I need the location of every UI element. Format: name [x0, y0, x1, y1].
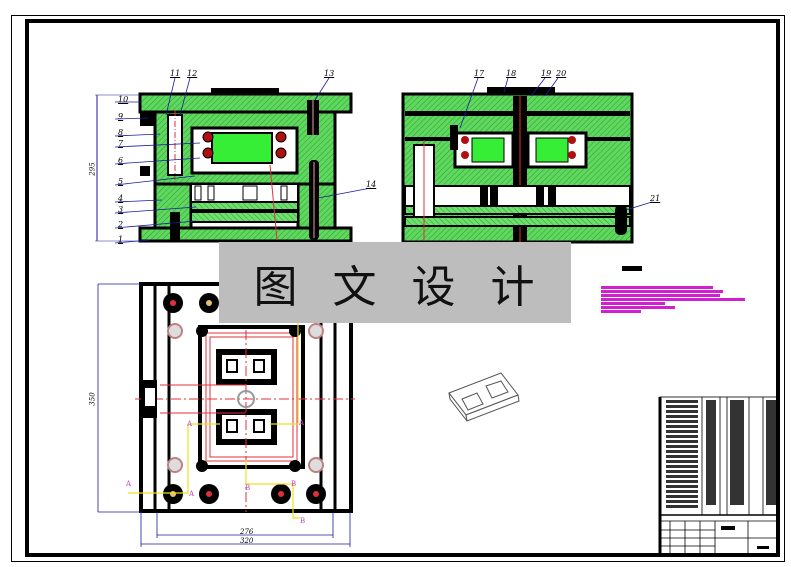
- title-block: [659, 514, 779, 556]
- part-label-20: 20: [556, 69, 567, 78]
- watermark-char: 图: [253, 261, 300, 313]
- part-label-14: 14: [366, 180, 377, 189]
- part-label-6: 6: [118, 156, 124, 165]
- watermark-banner: 图 文 设 计: [219, 242, 571, 323]
- watermark-char: 设: [411, 261, 458, 313]
- front-section-view: [95, 77, 372, 244]
- section-mark-a: A: [189, 490, 195, 498]
- drawing-frame: [11, 15, 785, 562]
- part-label-3: 3: [118, 205, 124, 214]
- part-label-13: 13: [324, 69, 335, 78]
- part-label-12: 12: [187, 69, 198, 78]
- part-label-2: 2: [118, 220, 124, 229]
- part-label-21: 21: [650, 194, 661, 203]
- section-mark-a: A: [187, 420, 193, 428]
- section-mark-a: A: [126, 480, 132, 488]
- part-label-10: 10: [118, 95, 129, 104]
- bom-rows: [666, 400, 776, 508]
- front-height-dimension: 295: [88, 162, 97, 176]
- technical-notes: [601, 266, 745, 313]
- plan-screws: [163, 293, 326, 504]
- section-mark-b: B: [300, 517, 306, 525]
- part-label-5: 5: [118, 177, 124, 186]
- part-label-1: 1: [118, 235, 124, 244]
- plan-height-dimension: 350: [88, 392, 97, 406]
- side-section-view: [401, 77, 653, 244]
- section-mark-b: B: [291, 480, 297, 488]
- part-label-4: 4: [118, 194, 124, 203]
- product-isometric-view: [448, 372, 520, 422]
- part-label-11: 11: [170, 69, 181, 78]
- watermark-char: 计: [490, 261, 537, 313]
- part-label-9: 9: [118, 112, 124, 121]
- part-label-19: 19: [541, 69, 552, 78]
- section-mark-b: B: [245, 484, 251, 492]
- part-label-18: 18: [506, 69, 517, 78]
- part-label-7: 7: [118, 139, 124, 148]
- section-mark-a: A: [299, 419, 305, 427]
- plan-inner-width-dimension: 276: [240, 528, 254, 536]
- plan-view: [97, 282, 368, 547]
- part-label-17: 17: [474, 69, 485, 78]
- watermark-char: 文: [332, 261, 379, 313]
- part-label-8: 8: [118, 128, 124, 137]
- plan-outer-width-dimension: 320: [240, 537, 254, 545]
